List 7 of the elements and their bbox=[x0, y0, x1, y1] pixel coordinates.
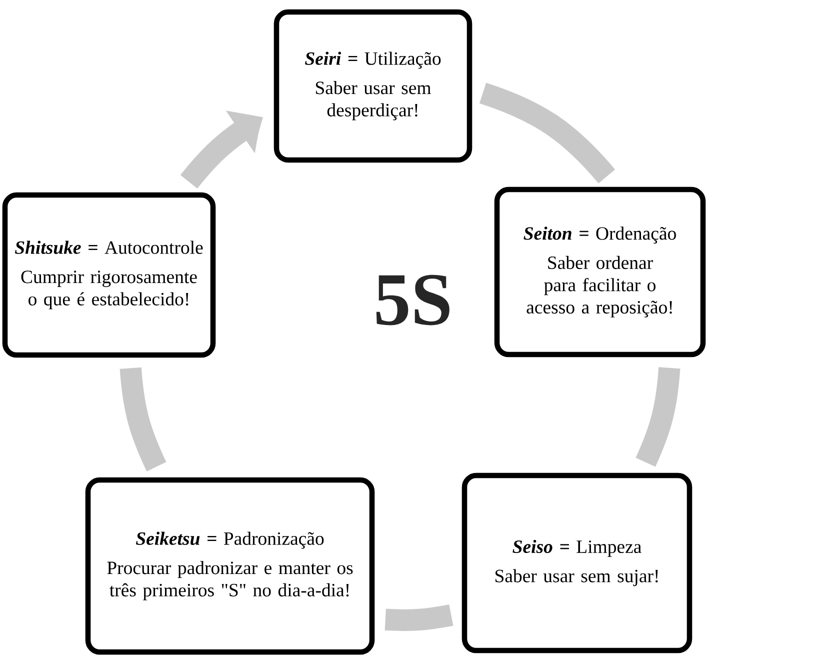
step-box: Seiri = Utilização Saber usar sem desperdiçar! bbox=[274, 9, 472, 163]
step-box: Seiketsu = Padronização Procurar padronizar e manter os três primeiros "S" no dia-a-dia! bbox=[85, 477, 375, 655]
step-box: Seiso = Limpeza Saber usar sem sujar! bbox=[462, 472, 692, 654]
step-box: Seiton = Ordenação Saber ordenar para facilitar o acesso a reposição! bbox=[494, 186, 706, 358]
step-box: Shitsuke = Autocontrole Cumprir rigorosamente o que é estabelecido! bbox=[2, 192, 216, 358]
center-label: 5S bbox=[376, 274, 450, 326]
cycle-arrow bbox=[180, 112, 262, 189]
